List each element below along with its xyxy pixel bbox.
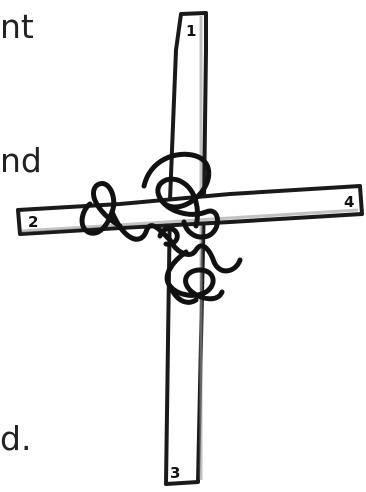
lashing-rope (82, 154, 240, 302)
stick-label-2: 2 (28, 213, 38, 231)
stick-label-1: 1 (186, 22, 196, 40)
stick-label-4: 4 (344, 193, 354, 211)
stick-label-3: 3 (170, 464, 180, 482)
